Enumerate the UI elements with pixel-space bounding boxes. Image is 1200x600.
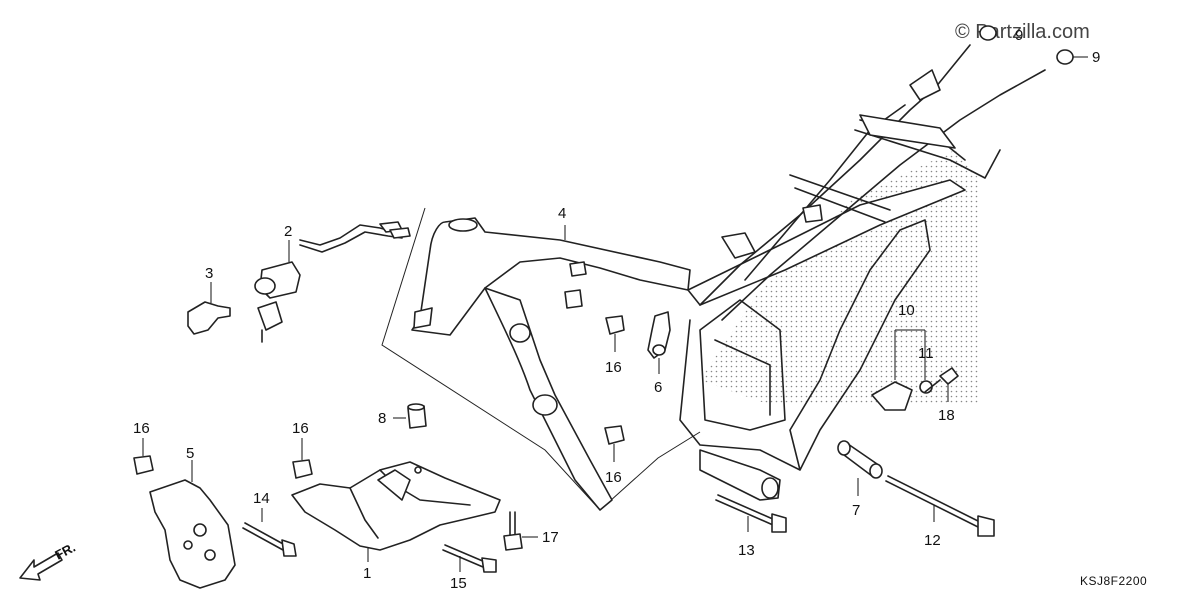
- diagram-code: KSJ8F2200: [1080, 574, 1147, 588]
- callout-2: 2: [284, 223, 292, 240]
- frame-shading: [700, 150, 980, 405]
- grommet-16-a: [605, 315, 625, 335]
- grommet-16-b: [604, 425, 625, 445]
- bolt-13: [715, 494, 787, 533]
- bolt-18: [924, 367, 959, 393]
- grommet-16-d: [133, 455, 154, 475]
- callout-8: 8: [378, 410, 386, 427]
- ignition-switch: [254, 221, 411, 343]
- callout-4: 4: [558, 205, 566, 222]
- grommet-16-e: [292, 468, 308, 480]
- frame-reference-outline: [381, 207, 701, 511]
- callout-12: 12: [924, 532, 941, 549]
- skid-plate: [291, 461, 501, 551]
- bolt-15: [442, 544, 497, 573]
- callout-16c: 16: [292, 420, 309, 437]
- callout-16a: 16: [605, 359, 622, 376]
- callout-15: 15: [450, 575, 467, 592]
- collar: [407, 403, 427, 429]
- callout-9b: 9: [1092, 49, 1100, 66]
- side-bracket: [149, 479, 236, 589]
- plate-bracket: [871, 381, 913, 411]
- callout-3: 3: [205, 265, 213, 282]
- callout-5: 5: [186, 445, 194, 462]
- key: [187, 301, 231, 335]
- callout-9a: 9: [1015, 27, 1023, 44]
- pivot-bolt: [885, 475, 995, 537]
- callout-16b: 16: [605, 469, 622, 486]
- callout-14: 14: [253, 490, 270, 507]
- bolt-14: [242, 522, 297, 557]
- callout-6: 6: [654, 379, 662, 396]
- cap-9-a: [979, 25, 997, 41]
- pivot-collar: [837, 440, 883, 479]
- callout-11: 11: [918, 345, 934, 362]
- callout-13: 13: [738, 542, 755, 559]
- frame-body: [411, 44, 1046, 511]
- cap-9-b: [1056, 49, 1074, 65]
- callout-1: 1: [363, 565, 371, 582]
- callout-17: 17: [542, 529, 559, 546]
- front-direction-arrow-icon: [19, 552, 63, 581]
- grommet-16-c: [292, 459, 313, 479]
- callout-7: 7: [852, 502, 860, 519]
- callout-18: 18: [938, 407, 955, 424]
- link-bracket: [647, 311, 671, 359]
- callout-16d: 16: [133, 420, 150, 437]
- bolt-17: [503, 511, 523, 551]
- callout-10: 10: [898, 302, 915, 319]
